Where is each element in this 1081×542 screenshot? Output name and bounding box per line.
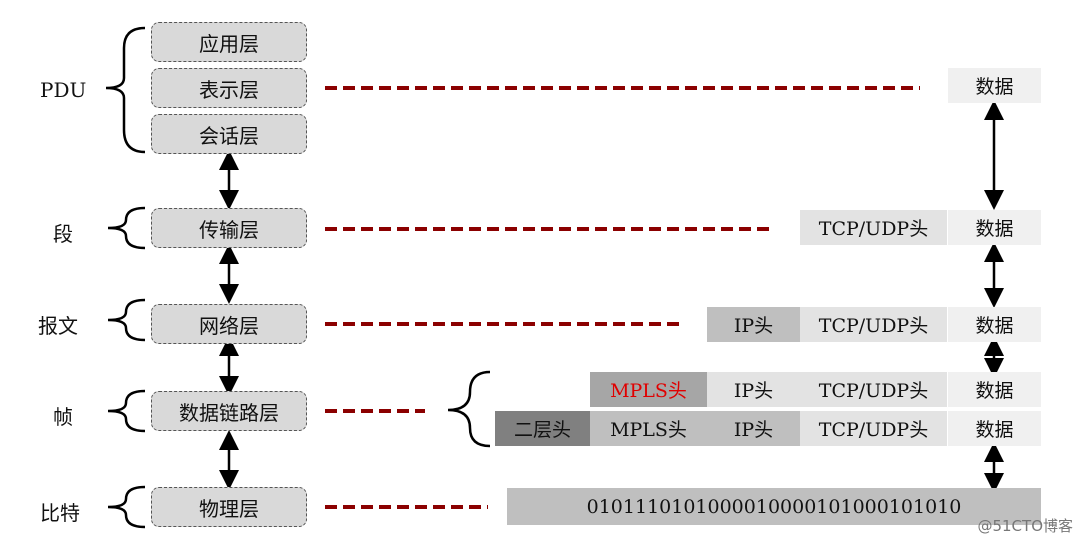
bracket-frame — [107, 389, 146, 433]
label-packet: 报文 — [38, 314, 78, 338]
dashed-lines — [325, 86, 920, 509]
bracket-frame-right — [447, 370, 491, 448]
label-frame: 帧 — [53, 405, 73, 429]
layer-network: 网络层 — [151, 304, 307, 344]
left-brackets — [105, 26, 491, 529]
layer-presentation: 表示层 — [151, 68, 307, 108]
cell-data: 数据 — [948, 210, 1041, 245]
cell-ip-header: IP头 — [707, 411, 800, 446]
label-bits: 比特 — [40, 501, 80, 525]
layer-session: 会话层 — [151, 114, 307, 154]
cell-data: 数据 — [948, 372, 1041, 407]
label-segment: 段 — [53, 222, 73, 246]
cell-bitstream: 010111010100001000010100010101​0 — [507, 488, 1041, 525]
cell-mpls-header-highlight: MPLS头 — [590, 372, 707, 407]
bracket-pdu — [105, 26, 146, 154]
bracket-packet — [107, 298, 146, 342]
bracket-bits — [107, 485, 146, 529]
cell-tcp-udp-header: TCP/UDP头 — [800, 307, 947, 342]
cell-ip-header: IP头 — [707, 307, 800, 342]
cell-ip-header: IP头 — [707, 372, 800, 407]
cell-tcp-udp-header: TCP/UDP头 — [800, 372, 947, 407]
cell-tcp-udp-header: TCP/UDP头 — [800, 210, 947, 245]
cell-data: 数据 — [948, 411, 1041, 446]
cell-tcp-udp-header: TCP/UDP头 — [800, 411, 947, 446]
layer-physical: 物理层 — [151, 487, 307, 527]
cell-data: 数据 — [948, 68, 1041, 103]
bracket-segment — [107, 206, 146, 250]
cell-data: 数据 — [948, 307, 1041, 342]
watermark: @51CTO博客 — [977, 517, 1073, 535]
layer-transport: 传输层 — [151, 208, 307, 248]
layer-datalink: 数据链路层 — [151, 391, 307, 431]
cell-l2-header: 二层头 — [495, 411, 590, 446]
label-pdu: PDU — [40, 78, 87, 102]
layer-application: 应用层 — [151, 22, 307, 62]
cell-mpls-header: MPLS头 — [590, 411, 707, 446]
